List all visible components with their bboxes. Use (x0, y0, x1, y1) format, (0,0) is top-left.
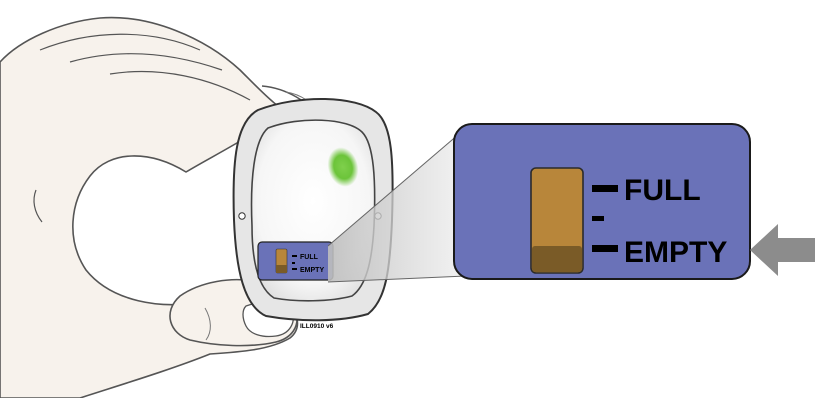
tick-mid-small (292, 262, 295, 264)
finger-crease (109, 70, 251, 101)
zoom-line-top (327, 127, 467, 247)
label-empty-large: EMPTY (624, 236, 727, 269)
tick-full-small (292, 255, 297, 257)
tick-empty-large (592, 245, 618, 252)
finger-crease (39, 33, 201, 51)
indicator-panel-small (257, 241, 334, 281)
finger-crease (69, 53, 223, 71)
label-empty-small: EMPTY (300, 267, 324, 274)
panel-large-bg (453, 123, 751, 280)
illustration-code: ILL0910 v6 (300, 323, 334, 330)
label-full-small: FULL (300, 254, 319, 261)
tick-full-large (592, 185, 618, 192)
screw-hole-left (238, 212, 246, 220)
charger-device: FULL EMPTY (232, 98, 394, 322)
indicator-panel-large: FULL EMPTY (453, 123, 751, 280)
arrow-left-icon (750, 224, 815, 276)
zoom-line-bottom (327, 275, 467, 283)
status-light (327, 147, 359, 187)
label-full-large: FULL (624, 174, 701, 207)
indicator-level-large (532, 246, 582, 272)
hand (0, 16, 319, 398)
zoom-cone (328, 128, 466, 282)
indicator-level-small (276, 265, 287, 273)
thumb-crease (204, 307, 211, 341)
tick-mid-large (592, 216, 604, 221)
tick-empty-small (292, 268, 297, 270)
skin-fold (33, 189, 43, 223)
